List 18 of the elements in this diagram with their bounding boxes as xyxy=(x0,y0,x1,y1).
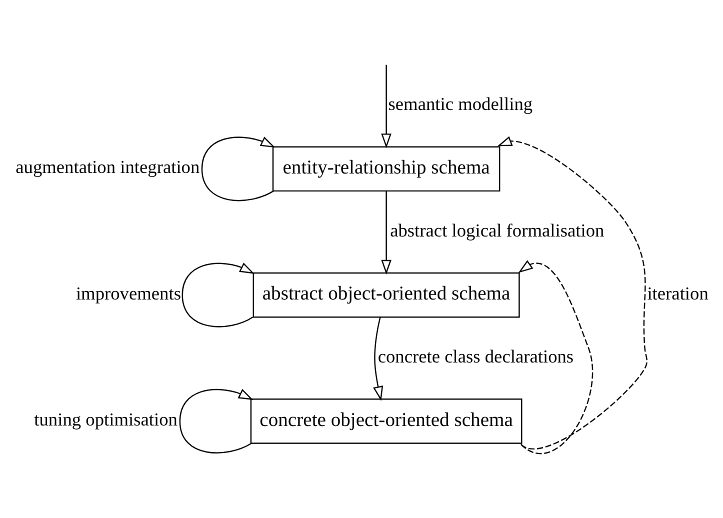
arrow xyxy=(381,191,392,275)
arrow xyxy=(201,136,276,202)
edge-label: concrete class declarations xyxy=(378,346,574,366)
node-box: entity-relationship schema xyxy=(272,146,500,192)
edge-label: augmentation integration xyxy=(16,157,200,178)
arrow xyxy=(179,388,254,454)
arrow xyxy=(381,64,392,148)
edge-label: abstract logical formalisation xyxy=(390,220,604,240)
edge-label: semantic modelling xyxy=(388,94,533,114)
arrow xyxy=(518,260,594,454)
edge-label: iteration xyxy=(647,283,708,304)
arrow xyxy=(373,317,384,401)
node-box: abstract object-oriented schema xyxy=(252,272,520,318)
edge-label: improvements xyxy=(76,283,181,304)
edge-label: tuning optimisation xyxy=(34,410,178,430)
arrow xyxy=(182,262,254,328)
node-box: concrete object-oriented schema xyxy=(250,398,522,444)
arrow xyxy=(497,136,648,450)
